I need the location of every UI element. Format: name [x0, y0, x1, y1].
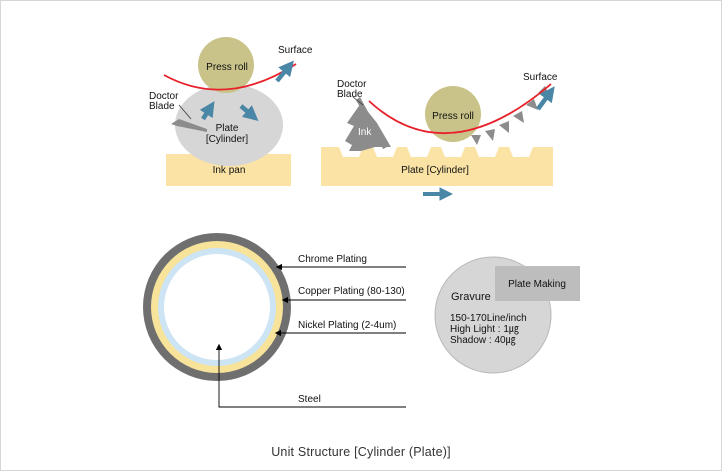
doctor-blade-leader	[178, 104, 192, 120]
left-doctor-label: Doctor	[149, 91, 179, 102]
press-roll	[198, 37, 254, 93]
steel-leader	[215, 343, 406, 408]
chrome-label: Chrome Plating	[298, 254, 367, 265]
plate-making-title: Plate Making	[508, 279, 566, 290]
left-cylinder-label: [Cylinder]	[206, 134, 248, 145]
right-plate-label: Plate [Cylinder]	[401, 165, 469, 176]
right-gravure-diagram: Doctor Blade Surface Press roll Ink Plat…	[321, 72, 558, 201]
highlight-spec: High Light : 1㎍	[450, 324, 519, 335]
rotation-arrow-icon	[199, 101, 215, 121]
left-blade-label: Blade	[149, 101, 175, 112]
ink-pan-label: Ink pan	[213, 165, 246, 176]
surface-arrow-icon	[275, 60, 294, 83]
left-press-roll-label: Press roll	[206, 62, 248, 73]
cylinder-cross-section: Chrome Plating Copper Plating (80-130) N…	[143, 233, 406, 408]
right-press-roll-label: Press roll	[432, 111, 474, 122]
steel-label: Steel	[298, 394, 321, 405]
gravure-label: Gravure	[451, 291, 491, 303]
line-screen-spec: 150-170Line/inch	[450, 313, 527, 324]
diagram-caption: Unit Structure [Cylinder (Plate)]	[271, 445, 451, 459]
rotation-arrow-icon	[239, 104, 259, 121]
steel-core	[164, 254, 270, 360]
web-surface-line	[368, 83, 552, 135]
doctor-blade	[171, 119, 207, 132]
ink-label: Ink	[358, 127, 372, 138]
surface-arrow-icon	[536, 86, 555, 111]
left-gravure-diagram: Press roll Surface Doctor Blade Plate [C…	[149, 37, 313, 186]
doctor-blade	[356, 97, 387, 149]
plate-cylinder-band	[321, 147, 553, 186]
copper-label: Copper Plating (80-130)	[298, 286, 405, 297]
left-surface-label: Surface	[278, 45, 313, 56]
plate-making-panel: Plate Making Gravure 150-170Line/inch Hi…	[434, 256, 580, 374]
nickel-label: Nickel Plating (2-4um)	[298, 320, 396, 331]
right-blade-label: Blade	[337, 89, 363, 100]
right-doctor-label: Doctor	[337, 79, 367, 90]
shadow-spec: Shadow : 40㎍	[450, 335, 516, 346]
right-surface-label: Surface	[523, 72, 558, 83]
plate-making-box	[495, 266, 580, 301]
left-plate-label: Plate	[216, 123, 239, 134]
doctor-blade-leader	[352, 96, 364, 106]
press-roll	[425, 86, 481, 142]
